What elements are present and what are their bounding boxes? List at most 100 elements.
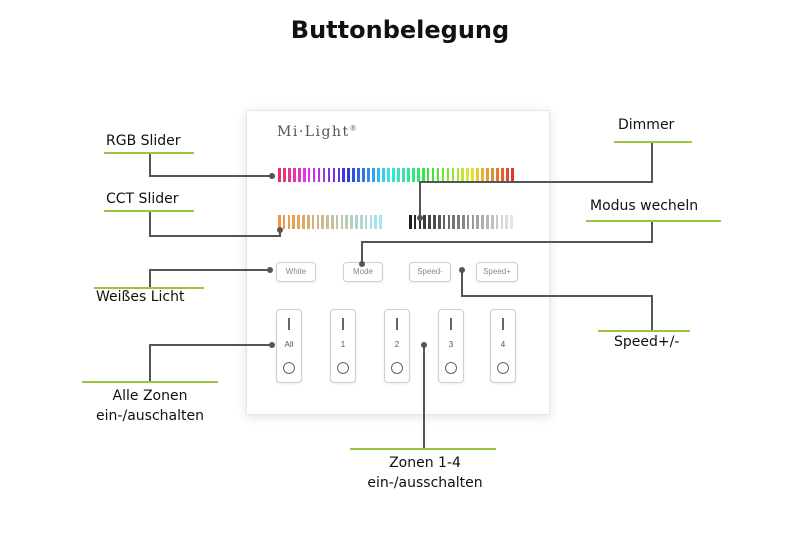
slider-segment (307, 168, 311, 182)
slider-segment (359, 215, 363, 229)
slider-segment (331, 215, 334, 229)
rgb-leader (149, 152, 272, 177)
zone-all-button[interactable]: All (276, 309, 302, 383)
white-button[interactable]: White (276, 262, 316, 282)
alle-zonen-line-2: ein-/auschalten (96, 408, 204, 424)
slider-segment (496, 168, 499, 182)
slider-segment (486, 168, 489, 182)
on-bar-icon (502, 318, 504, 330)
zone-4-button[interactable]: 4 (490, 309, 516, 383)
slider-segment (431, 168, 435, 182)
cct-slider-strip[interactable] (278, 215, 384, 229)
modus-leader (361, 220, 653, 264)
slider-segment (446, 168, 450, 182)
slider-segment (374, 215, 377, 229)
alle-zonen-label: Alle Zonen ein-/auschalten (72, 386, 228, 426)
slider-segment (397, 168, 400, 182)
slider-segment (466, 215, 470, 229)
alle-zonen-underline (82, 381, 218, 383)
off-circle-icon (391, 362, 403, 374)
leader-dot (421, 342, 427, 348)
slider-segment (471, 168, 475, 182)
slider-segment (406, 168, 410, 182)
slider-segment (510, 215, 513, 229)
slider-segment (423, 215, 427, 229)
slider-segment (490, 215, 494, 229)
slider-segment (436, 168, 440, 182)
slider-segment (387, 168, 390, 182)
on-bar-icon (396, 318, 398, 330)
slider-segment (457, 215, 460, 229)
slider-segment (292, 215, 296, 229)
slider-segment (377, 168, 380, 182)
dimmer-leader (419, 142, 653, 218)
zone-label: 1 (340, 340, 346, 349)
slider-segment (418, 215, 422, 229)
slider-segment (481, 215, 484, 229)
zone-2-button[interactable]: 2 (384, 309, 410, 383)
off-circle-icon (497, 362, 509, 374)
slider-segment (355, 215, 358, 229)
slider-segment (491, 168, 494, 182)
modus-underline (586, 220, 721, 222)
zonen-line-2: ein-/ausschalten (367, 475, 483, 491)
zone-label: 2 (394, 340, 400, 349)
slider-segment (282, 168, 286, 182)
slider-segment (282, 215, 286, 229)
slider-segment (311, 215, 315, 229)
dimmer-underline (614, 141, 692, 143)
slider-segment (278, 215, 281, 229)
slider-segment (372, 168, 375, 182)
zonen-line-1: Zonen 1-4 (389, 455, 461, 471)
slider-segment (302, 168, 306, 182)
slider-segment (287, 168, 291, 182)
slider-segment (461, 168, 465, 182)
slider-segment (287, 215, 291, 229)
leader-dot (277, 227, 283, 233)
slider-segment (357, 168, 361, 182)
slider-segment (364, 215, 368, 229)
slider-segment (369, 215, 373, 229)
slider-segment (411, 168, 415, 182)
slider-segment (462, 215, 465, 229)
slider-segment (442, 215, 446, 229)
slider-segment (447, 215, 451, 229)
off-circle-icon (283, 362, 295, 374)
slider-segment (456, 168, 460, 182)
slider-segment (495, 215, 499, 229)
speed-minus-button[interactable]: Speed- (409, 262, 451, 282)
slider-segment (476, 168, 480, 182)
slider-segment (322, 168, 326, 182)
leader-dot (417, 215, 423, 221)
slider-segment (340, 215, 344, 229)
slider-segment (500, 215, 504, 229)
slider-segment (326, 215, 329, 229)
on-bar-icon (342, 318, 344, 330)
slider-segment (321, 215, 324, 229)
dimmer-strip[interactable] (409, 215, 515, 229)
slider-segment (505, 215, 508, 229)
slider-segment (316, 215, 320, 229)
slider-segment (452, 215, 455, 229)
slider-segment (476, 215, 480, 229)
slider-segment (451, 168, 455, 182)
brand-mark: ® (349, 124, 359, 133)
speed-plus-button[interactable]: Speed+ (476, 262, 518, 282)
slider-segment (302, 215, 305, 229)
slider-segment (421, 168, 425, 182)
slider-segment (347, 168, 351, 182)
zone-3-button[interactable]: 3 (438, 309, 464, 383)
zone-1-button[interactable]: 1 (330, 309, 356, 383)
slider-segment (345, 215, 349, 229)
slider-segment (362, 168, 365, 182)
slider-segment (332, 168, 336, 182)
modus-label: Modus wecheln (590, 198, 699, 214)
slider-segment (335, 215, 339, 229)
leader-dot (459, 267, 465, 273)
off-circle-icon (445, 362, 457, 374)
rgb-slider-strip[interactable] (278, 168, 516, 182)
cct-slider-label: CCT Slider (106, 191, 179, 207)
rgb-slider-underline (104, 152, 194, 154)
